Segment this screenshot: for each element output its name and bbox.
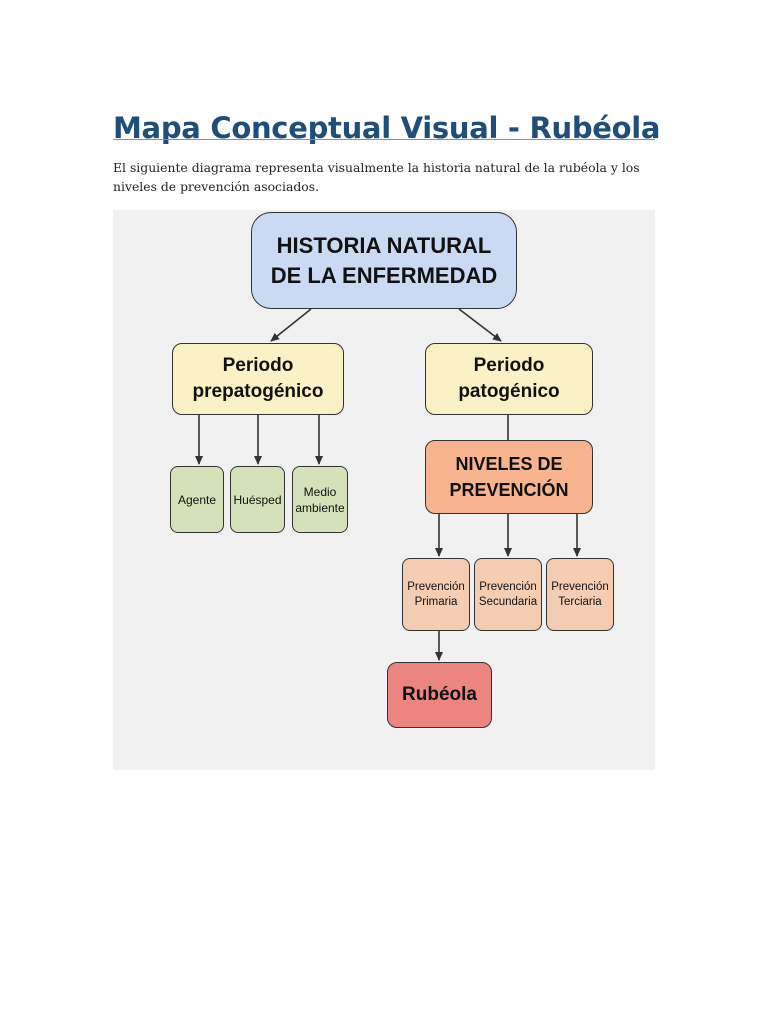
node-prevencion-primaria-line2: Primaria xyxy=(414,595,458,608)
node-medio-ambiente-line1: Medio xyxy=(303,484,337,499)
node-periodo-prepatogenico: Periodo prepatogénico xyxy=(172,343,344,415)
node-niveles-line1: NIVELES DE xyxy=(455,454,563,474)
node-prepatogenico-line1: Periodo xyxy=(222,355,294,376)
page-title: Mapa Conceptual Visual - Rubéola xyxy=(113,111,661,146)
node-prevencion-secundaria-line2: Secundaria xyxy=(478,595,538,608)
node-prevencion-secundaria-line1: Prevención xyxy=(479,580,537,593)
arrow-root-to-prepatogenico xyxy=(270,308,312,342)
node-agente-label: Agente xyxy=(177,492,217,507)
title-divider xyxy=(113,139,655,140)
node-huesped: Huésped xyxy=(230,466,285,533)
node-prevencion-terciaria-line1: Prevención xyxy=(551,580,609,593)
node-medio-ambiente: Medio ambiente xyxy=(292,466,348,533)
node-rubeola: Rubéola xyxy=(387,662,492,728)
node-niveles-line2: PREVENCIÓN xyxy=(449,480,569,500)
node-historia-natural-line1: HISTORIA NATURAL xyxy=(276,232,492,258)
concept-map-diagram: HISTORIA NATURAL DE LA ENFERMEDAD Period… xyxy=(113,210,655,770)
node-prepatogenico-line2: prepatogénico xyxy=(192,381,324,402)
node-medio-ambiente-line2: ambiente xyxy=(295,500,345,515)
node-periodo-patogenico: Periodo patogénico xyxy=(425,343,593,415)
node-historia-natural: HISTORIA NATURAL DE LA ENFERMEDAD xyxy=(251,212,517,309)
node-patogenico-line1: Periodo xyxy=(473,355,545,376)
node-agente: Agente xyxy=(170,466,224,533)
node-prevencion-primaria: Prevención Primaria xyxy=(402,558,470,631)
arrow-root-to-patogenico xyxy=(458,308,502,342)
node-rubeola-label: Rubéola xyxy=(402,684,477,705)
diagram-connectors xyxy=(195,308,581,661)
node-prevencion-primaria-line1: Prevención xyxy=(407,580,465,593)
node-patogenico-line2: patogénico xyxy=(458,381,560,402)
node-niveles-prevencion: NIVELES DE PREVENCIÓN xyxy=(425,440,593,514)
node-prevencion-secundaria: Prevención Secundaria xyxy=(474,558,542,631)
intro-paragraph: El siguiente diagrama representa visualm… xyxy=(113,160,640,194)
node-prevencion-terciaria: Prevención Terciaria xyxy=(546,558,614,631)
node-prevencion-terciaria-line2: Terciaria xyxy=(558,595,602,608)
node-huesped-label: Huésped xyxy=(233,492,282,507)
node-historia-natural-line2: DE LA ENFERMEDAD xyxy=(270,262,498,288)
